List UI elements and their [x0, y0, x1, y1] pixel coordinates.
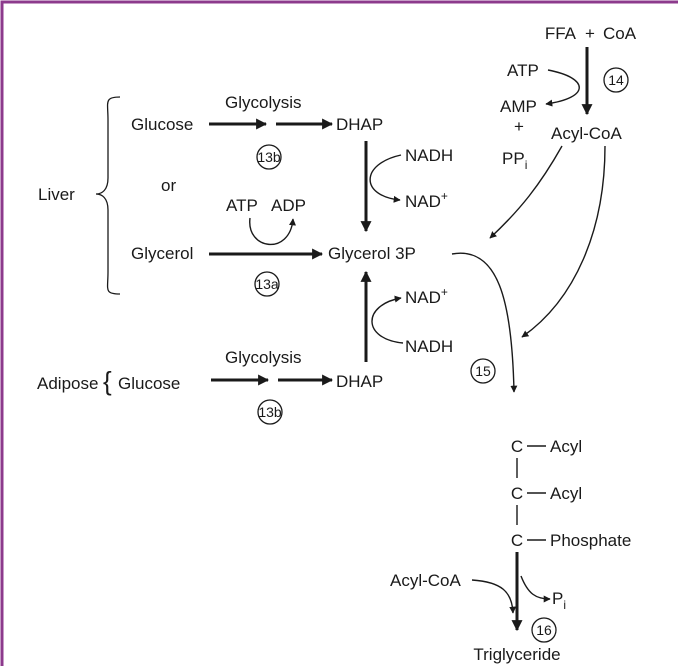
acyl-1-label: Acyl	[550, 437, 582, 456]
dhap-label-liver: DHAP	[336, 115, 383, 134]
acylcoa-to-assembly-arrow	[521, 145, 606, 338]
glycolysis-label-liver: Glycolysis	[225, 93, 302, 112]
acylcoa-incoming-curve	[471, 579, 517, 614]
nadh-to-nad-curve-adipose	[371, 295, 404, 344]
adipose-label: Adipose	[37, 374, 98, 393]
pi-label: Pi	[552, 589, 566, 612]
step-16-marker: 16	[531, 617, 557, 643]
adipose-brace: {	[103, 366, 112, 396]
liver-label: Liver	[38, 185, 75, 204]
phosphate-label: Phosphate	[550, 531, 631, 550]
atp-to-adp-curve	[249, 217, 296, 246]
acylcoa-to-glycerol3p-arrow	[489, 145, 563, 239]
carbon-1: C	[511, 437, 523, 456]
acylcoa-label-top: Acyl-CoA	[551, 124, 623, 143]
adp-label-liver: ADP	[271, 196, 306, 215]
atp-label-top: ATP	[507, 61, 539, 80]
coa-label: CoA	[603, 24, 637, 43]
or-label: or	[161, 176, 176, 195]
step-13b-marker-adipose: 13b	[257, 399, 283, 425]
acylcoa-label-bottom: Acyl-CoA	[390, 571, 462, 590]
step-13a-marker: 13a	[254, 271, 280, 297]
svg-text:16: 16	[536, 622, 552, 638]
glycerol3p-label: Glycerol 3P	[328, 244, 416, 263]
plus-sign: +	[585, 24, 595, 43]
glucose-label-adipose: Glucose	[118, 374, 180, 393]
dhap-label-adipose: DHAP	[336, 372, 383, 391]
step-14-marker: 14	[603, 67, 629, 93]
carbon-2: C	[511, 484, 523, 503]
ppi-label: PPi	[502, 149, 527, 172]
triglyceride-label: Triglyceride	[473, 645, 560, 664]
nadh-label-adipose: NADH	[405, 337, 453, 356]
svg-text:14: 14	[608, 72, 624, 88]
nad-label-adipose: NAD+	[405, 285, 448, 307]
svg-text:13b: 13b	[258, 404, 282, 420]
atp-to-amp-curve	[545, 69, 580, 107]
glucose-label-liver: Glucose	[131, 115, 193, 134]
pi-outgoing-curve	[520, 575, 551, 603]
svg-text:15: 15	[475, 363, 491, 379]
svg-text:13a: 13a	[255, 276, 279, 292]
nadh-to-nad-curve-liver	[369, 154, 402, 203]
acyl-2-label: Acyl	[550, 484, 582, 503]
nad-label-liver: NAD+	[405, 189, 448, 211]
step-15-marker: 15	[470, 358, 496, 384]
amp-label: AMP	[500, 97, 537, 116]
carbon-3: C	[511, 531, 523, 550]
glycolysis-label-adipose: Glycolysis	[225, 348, 302, 367]
svg-text:13b: 13b	[257, 149, 281, 165]
nadh-label-liver: NADH	[405, 146, 453, 165]
atp-label-liver: ATP	[226, 196, 258, 215]
liver-brace	[95, 96, 121, 295]
ffa-label: FFA	[545, 24, 577, 43]
plus-sign-2: +	[514, 117, 524, 136]
glycerol-label: Glycerol	[131, 244, 193, 263]
step-13b-marker-liver: 13b	[256, 144, 282, 170]
glycerol3p-to-assembly-arrow	[451, 252, 518, 393]
